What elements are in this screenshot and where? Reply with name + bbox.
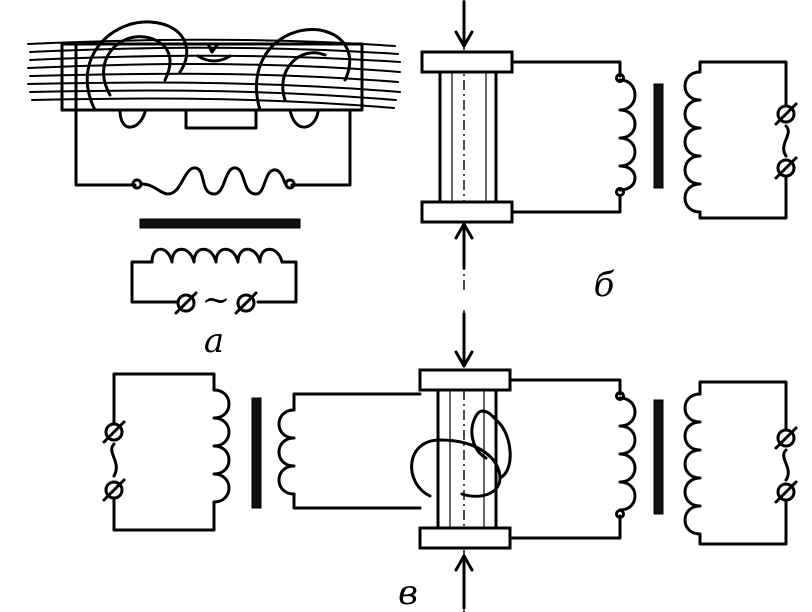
secondary-coil-a [139, 166, 288, 196]
force-arrow-top-b [454, 0, 474, 48]
workpiece-tube-v [436, 388, 498, 530]
ac-symbol-a: ~ [202, 280, 231, 320]
loop-coil-right [254, 28, 352, 129]
secondary-coil-v [618, 396, 637, 512]
iron-core-a [139, 218, 301, 229]
diagram-a: ~ а [27, 20, 401, 361]
label-b: б [594, 265, 615, 305]
diagram-v: в [102, 310, 798, 612]
loop-coil-left [85, 20, 189, 129]
diagram-b: б [420, 0, 798, 305]
iron-core-v-right [653, 399, 664, 515]
electrode-plate-top-b [420, 50, 514, 74]
ac-source-v-right [774, 426, 798, 504]
primary-coil-v [212, 388, 231, 514]
secondary-coil-b [618, 78, 637, 192]
wire-bundle [27, 38, 401, 109]
iron-core-v-left [251, 397, 262, 509]
wire-a-right [290, 108, 352, 187]
ac-source-b [774, 102, 798, 180]
electrode-plate-top-v [418, 368, 512, 392]
iron-core-b [653, 83, 664, 189]
induction-loop-v [410, 409, 512, 498]
intermediate-coil-v [277, 408, 296, 496]
workpiece-tube-b [438, 70, 498, 204]
weld-point-marker [206, 42, 220, 54]
electrode-plate-bottom-b [420, 200, 514, 224]
wire-a-left [74, 108, 137, 187]
ac-source-v [102, 420, 126, 502]
electrode-plate-bottom-v [418, 526, 512, 550]
label-v: в [398, 573, 418, 612]
electrode-block [184, 108, 258, 130]
primary-coil-v-right [683, 392, 702, 536]
ac-source-a: ~ [174, 280, 258, 320]
force-arrow-bottom-b [454, 222, 474, 270]
force-arrow-top-v [454, 312, 474, 368]
primary-coil-a [150, 247, 284, 264]
label-a: а [204, 321, 224, 361]
force-arrow-bottom-v [454, 554, 474, 610]
primary-coil-b [683, 70, 702, 214]
